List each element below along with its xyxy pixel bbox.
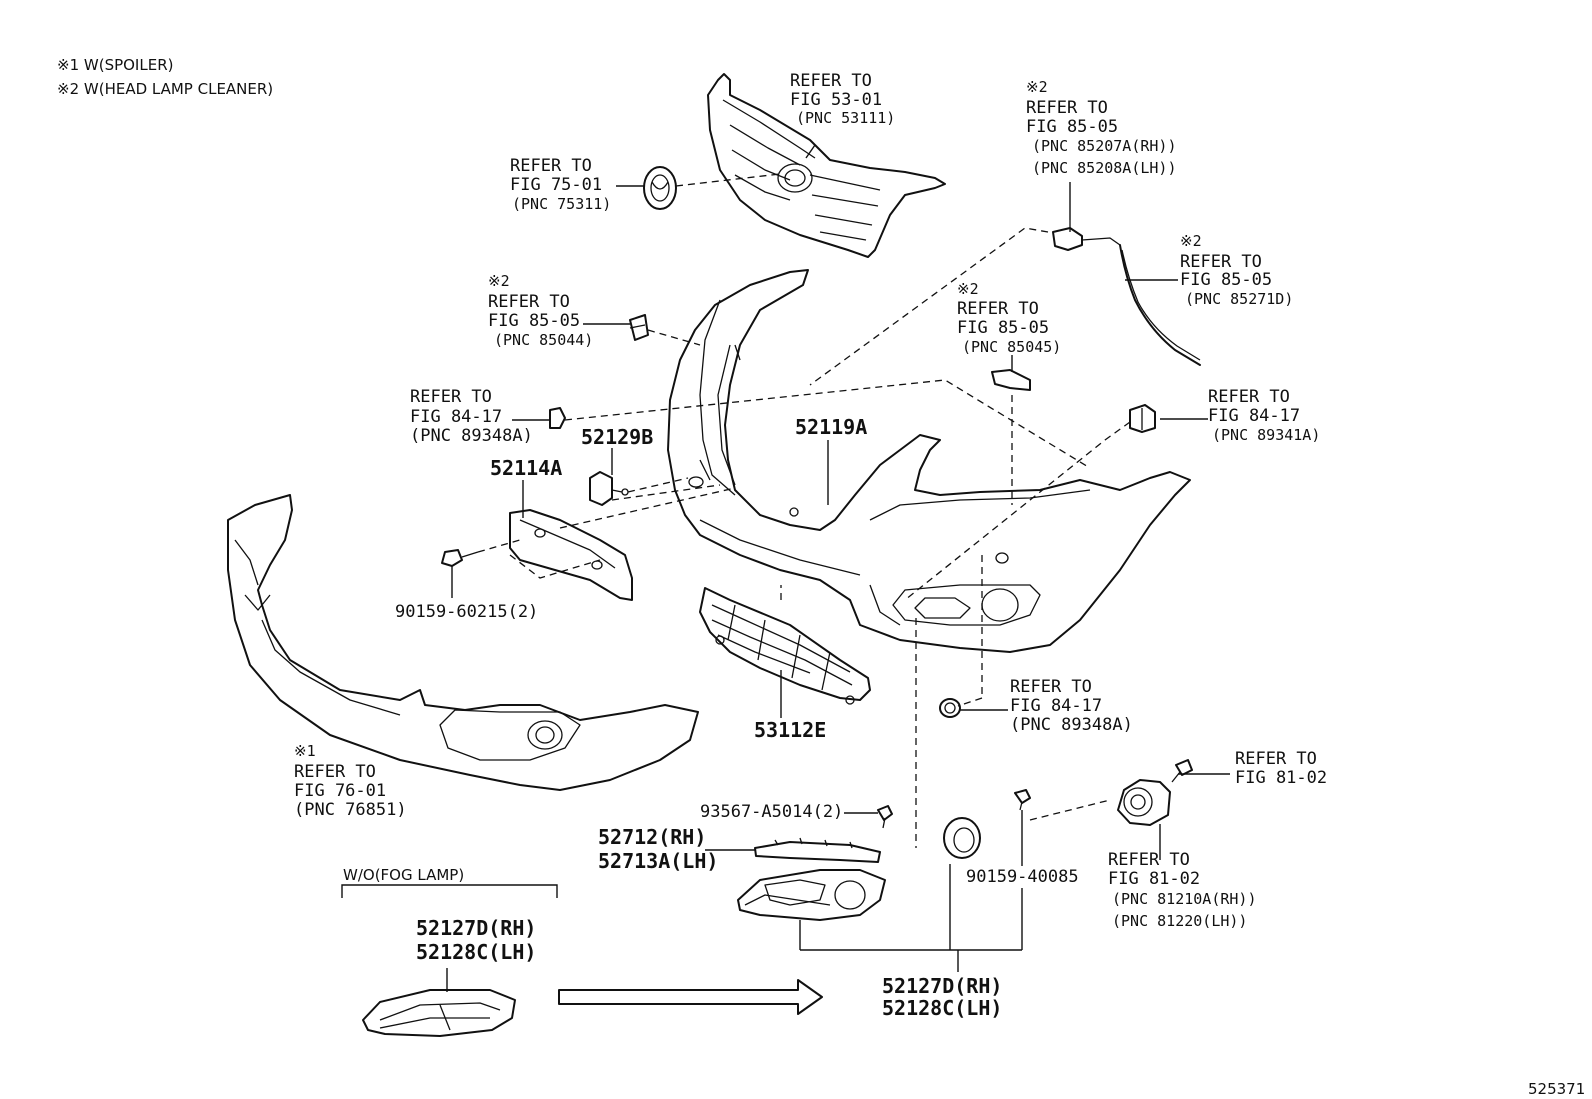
ref-grille-pnc: (PNC 53111) bbox=[796, 109, 896, 127]
ref-cap-85045-pnc: (PNC 85045) bbox=[962, 338, 1062, 356]
part-52128c-lh-wo: 52128C(LH) bbox=[416, 940, 537, 964]
cap-85045-drawing bbox=[991, 369, 1031, 391]
ref-washer-nozzle-line2: FIG 85-05 bbox=[1026, 117, 1119, 137]
ref-grille-line2: FIG 53-01 bbox=[790, 90, 883, 110]
fog-bulb-drawing bbox=[1171, 759, 1193, 783]
ref-fog-bulb-line2: FIG 81-02 bbox=[1235, 768, 1328, 788]
ref-washer-hose-mark: ※2 bbox=[1180, 232, 1202, 250]
cap-52129b-drawing bbox=[589, 471, 629, 506]
ref-emblem-line2: FIG 75-01 bbox=[510, 175, 603, 195]
fog-bezel-drawing bbox=[737, 869, 886, 921]
license-bracket-drawing bbox=[509, 509, 633, 601]
ref-spoiler-mark: ※1 bbox=[294, 742, 316, 760]
ref-spoiler-line2: FIG 76-01 bbox=[294, 781, 387, 801]
ref-sensor-lower-line1: REFER TO bbox=[1010, 677, 1092, 697]
leader-lines bbox=[446, 144, 1230, 992]
ref-fog-lamp-line2: FIG 81-02 bbox=[1108, 869, 1201, 889]
part-53112e[interactable]: 53112E bbox=[754, 718, 827, 742]
ref-fog-lamp-pnc-lh: (PNC 81220(LH)) bbox=[1112, 912, 1248, 930]
ref-sensor-right-line1: REFER TO bbox=[1208, 387, 1290, 407]
part-52129b[interactable]: 52129B bbox=[581, 425, 654, 449]
part-93567-a5014[interactable]: 93567-A5014(2) bbox=[700, 802, 844, 822]
ref-cap-85045-line1: REFER TO bbox=[957, 299, 1039, 319]
ref-sensor-upper-pnc: (PNC 89348A) bbox=[410, 426, 533, 446]
note-head-lamp-cleaner: ※2 W(HEAD LAMP CLEANER) bbox=[57, 80, 274, 98]
part-52712-rh: 52712(RH) bbox=[598, 825, 707, 849]
part-52114a[interactable]: 52114A bbox=[490, 456, 563, 480]
ref-spoiler-line1: REFER TO bbox=[294, 762, 376, 782]
ref-cap-85044-mark: ※2 bbox=[488, 272, 510, 290]
spoiler-drawing bbox=[227, 494, 699, 791]
ref-fog-lamp-line1: REFER TO bbox=[1108, 850, 1190, 870]
ref-washer-nozzle-line1: REFER TO bbox=[1026, 98, 1108, 118]
ref-sensor-right-line2: FIG 84-17 bbox=[1208, 406, 1301, 426]
part-52713a-lh: 52713A(LH) bbox=[598, 849, 719, 873]
lower-grille-drawing bbox=[699, 587, 871, 705]
ref-sensor-right-pnc: (PNC 89341A) bbox=[1212, 426, 1321, 444]
wo-fog-lamp-label: W/O(FOG LAMP) bbox=[343, 866, 465, 884]
note-spoiler: ※1 W(SPOILER) bbox=[57, 56, 174, 74]
ref-cap-85045-line2: FIG 85-05 bbox=[957, 318, 1050, 338]
figure-number: 525371 bbox=[1528, 1080, 1586, 1098]
ref-grille-line1: REFER TO bbox=[790, 71, 872, 91]
ref-washer-hose-line1: REFER TO bbox=[1180, 252, 1262, 272]
ref-sensor-upper-line1: REFER TO bbox=[410, 387, 492, 407]
ref-cap-85044-line1: REFER TO bbox=[488, 292, 570, 312]
ref-fog-bulb-line1: REFER TO bbox=[1235, 749, 1317, 769]
sensor-89341a-drawing bbox=[1129, 404, 1156, 433]
ref-fog-lamp-pnc-rh: (PNC 81210A(RH)) bbox=[1112, 890, 1257, 908]
sensor-clip-left-drawing bbox=[549, 407, 566, 429]
ref-washer-nozzle-mark: ※2 bbox=[1026, 78, 1048, 96]
cap-85044-drawing bbox=[629, 314, 649, 341]
part-52119a[interactable]: 52119A bbox=[795, 415, 868, 439]
ref-washer-hose-line2: FIG 85-05 bbox=[1180, 270, 1273, 290]
screw-90159-40085-drawing bbox=[1014, 789, 1031, 811]
screw-93567-drawing bbox=[877, 805, 893, 829]
ref-spoiler-pnc: (PNC 76851) bbox=[294, 800, 407, 820]
ref-sensor-upper-line2: FIG 84-17 bbox=[410, 407, 503, 427]
screw-90159-60215-drawing bbox=[441, 539, 521, 567]
ref-cap-85044-line2: FIG 85-05 bbox=[488, 311, 581, 331]
ref-sensor-lower-pnc: (PNC 89348A) bbox=[1010, 715, 1133, 735]
emblem-drawing bbox=[643, 166, 677, 210]
part-90159-40085[interactable]: 90159-40085 bbox=[966, 867, 1079, 887]
part-90159-60215[interactable]: 90159-60215(2) bbox=[395, 602, 539, 622]
ref-cap-85045-mark: ※2 bbox=[957, 280, 979, 298]
ref-washer-hose-pnc: (PNC 85271D) bbox=[1185, 290, 1294, 308]
washer-nozzle-drawing bbox=[1052, 220, 1201, 366]
part-52127d-rh-wo: 52127D(RH) bbox=[416, 916, 537, 940]
fog-lamp-drawing bbox=[1117, 779, 1171, 826]
ref-emblem-line1: REFER TO bbox=[510, 156, 592, 176]
sensor-clip-lower-drawing bbox=[939, 698, 961, 718]
ref-sensor-lower-line2: FIG 84-17 bbox=[1010, 696, 1103, 716]
bumper-cover-drawing bbox=[667, 269, 1191, 653]
fog-cover-drawing bbox=[943, 817, 981, 859]
part-52128c-lh-main: 52128C(LH) bbox=[882, 996, 1003, 1020]
ref-cap-85044-pnc: (PNC 85044) bbox=[494, 331, 594, 349]
wo-fog-bezel-drawing bbox=[362, 989, 516, 1037]
ref-emblem-pnc: (PNC 75311) bbox=[512, 195, 612, 213]
ref-washer-nozzle-pnc-lh: (PNC 85208A(LH)) bbox=[1032, 159, 1177, 177]
radiator-grille-drawing bbox=[707, 73, 946, 258]
molding-52712-drawing bbox=[754, 837, 881, 863]
part-52127d-rh-main: 52127D(RH) bbox=[882, 974, 1003, 998]
ref-washer-nozzle-pnc-rh: (PNC 85207A(RH)) bbox=[1032, 137, 1177, 155]
